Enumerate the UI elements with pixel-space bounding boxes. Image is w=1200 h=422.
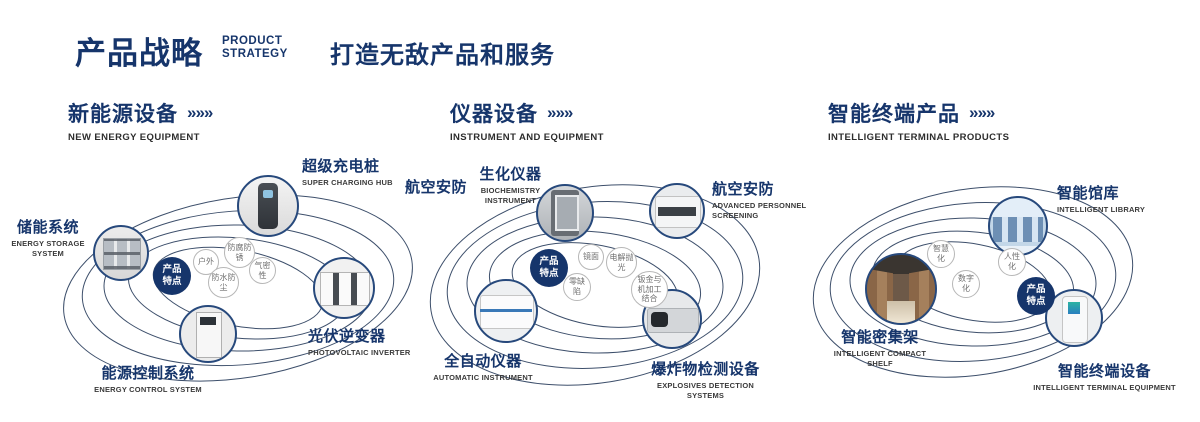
image-detail <box>555 194 579 232</box>
label-pv-inverter-zh: 光伏逆变器 <box>308 328 386 345</box>
label-energy-storage-en: ENERGY STORAGE SYSTEM <box>11 239 85 258</box>
label-intelligent-library: 智能馆库 INTELLIGENT LIBRARY <box>1057 182 1167 215</box>
product-image-automatic-instrument <box>474 279 538 343</box>
product-image-pv-inverter <box>313 257 375 319</box>
section-subtitle-new-energy: NEW ENERGY EQUIPMENT <box>68 132 200 143</box>
image-detail <box>200 316 216 326</box>
label-intelligent-library-zh: 智能馆库 <box>1057 185 1120 202</box>
image-detail <box>263 189 273 198</box>
feature-bubble: 智慧化 <box>927 240 955 268</box>
label-intelligent-library-en: INTELLIGENT LIBRARY <box>1057 205 1146 214</box>
label-energy-control: 能源控制系统 ENERGY CONTROL SYSTEM <box>88 362 208 395</box>
page-title-en-line1: PRODUCT <box>222 35 283 47</box>
product-image-energy-control <box>179 305 237 363</box>
triple-arrow-icon: »»» <box>547 103 573 122</box>
section-title-new-energy: 新能源设备 <box>68 103 178 126</box>
label-energy-storage: 储能系统 ENERGY STORAGE SYSTEM <box>2 216 94 259</box>
feature-bubble: 防水防尘 <box>208 267 239 298</box>
label-super-charging-hub: 超级充电桩 SUPER CHARGING HUB <box>302 155 412 188</box>
page-title: 产品战略 <box>75 36 203 71</box>
image-detail <box>658 206 696 216</box>
section-header-instrument: 仪器设备 »»» INSTRUMENT AND EQUIPMENT <box>450 98 604 143</box>
label-compact-shelf-zh: 智能密集架 <box>841 329 919 346</box>
label-energy-control-zh: 能源控制系统 <box>101 365 195 382</box>
section-subtitle-terminal: INTELLIGENT TERMINAL PRODUCTS <box>828 132 1010 143</box>
label-personnel-screening-en: ADVANCED PERSONNEL SCREENING <box>712 201 807 220</box>
label-biochemistry-en: BIOCHEMISTRY INSTRUMENT <box>480 186 541 205</box>
label-terminal-equipment-en: INTELLIGENT TERMINAL EQUIPMENT <box>1033 383 1176 392</box>
image-detail <box>320 271 370 307</box>
product-image-compact-shelf <box>865 253 937 325</box>
label-explosives-detection-zh: 爆炸物检测设备 <box>651 361 760 378</box>
product-image-personnel-screening <box>649 183 705 239</box>
section-title-instrument: 仪器设备 <box>450 103 538 126</box>
product-image-energy-storage <box>93 225 149 281</box>
label-pv-inverter: 光伏逆变器 PHOTOVOLTAIC INVERTER <box>308 325 423 358</box>
label-pv-inverter-en: PHOTOVOLTAIC INVERTER <box>308 348 411 357</box>
feature-bubble: 人性化 <box>998 248 1026 276</box>
label-energy-storage-zh: 储能系统 <box>16 219 79 236</box>
label-terminal-equipment-zh: 智能终端设备 <box>1057 363 1151 380</box>
label-compact-shelf-en: INTELLIGENT COMPACT SHELF <box>833 349 927 368</box>
image-detail <box>102 238 142 270</box>
feature-bubble: 气密性 <box>249 257 276 284</box>
triple-arrow-icon: »»» <box>187 103 213 122</box>
feature-badge-terminal: 产品特点 <box>1017 277 1055 315</box>
product-image-biochemistry <box>536 184 594 242</box>
product-image-explosives-detection <box>642 289 702 349</box>
page-title-en-line2: STRATEGY <box>222 48 288 61</box>
tagline: 打造无敌产品和服务 <box>330 42 555 69</box>
section-subtitle-instrument: INSTRUMENT AND EQUIPMENT <box>450 132 604 143</box>
label-automatic-instrument: 全自动仪器 AUTOMATIC INSTRUMENT <box>428 350 538 383</box>
label-personnel-screening-zh: 航空安防 <box>712 181 775 198</box>
label-personnel-screening: 航空安防 ADVANCED PERSONNEL SCREENING <box>712 178 822 221</box>
label-automatic-instrument-en: AUTOMATIC INSTRUMENT <box>433 373 533 382</box>
label-terminal-equipment: 智能终端设备 INTELLIGENT TERMINAL EQUIPMENT <box>1032 360 1177 393</box>
page-title-en: PRODUCT STRATEGY <box>222 35 288 61</box>
section-title-terminal: 智能终端产品 <box>828 103 960 126</box>
section-header-new-energy: 新能源设备 »»» NEW ENERGY EQUIPMENT <box>68 98 213 143</box>
label-explosives-detection-en: EXPLOSIVES DETECTION SYSTEMS <box>657 381 754 400</box>
label-automatic-instrument-zh: 全自动仪器 <box>444 353 522 370</box>
label-super-charging-hub-zh: 超级充电桩 <box>302 158 380 175</box>
feature-bubble: 钣金与机加工结合 <box>631 271 668 308</box>
label-explosives-detection: 爆炸物检测设备 EXPLOSIVES DETECTION SYSTEMS <box>638 358 773 401</box>
product-image-intelligent-library <box>988 196 1048 256</box>
product-image-super-charging-hub <box>237 175 299 237</box>
label-biochemistry: 生化仪器 BIOCHEMISTRY INSTRUMENT <box>468 163 553 206</box>
label-super-charging-hub-en: SUPER CHARGING HUB <box>302 178 393 187</box>
triple-arrow-icon: »»» <box>969 103 995 122</box>
image-detail <box>1062 296 1088 343</box>
label-energy-control-en: ENERGY CONTROL SYSTEM <box>94 385 202 394</box>
section-header-terminal: 智能终端产品 »»» INTELLIGENT TERMINAL PRODUCTS <box>828 98 1009 143</box>
label-compact-shelf: 智能密集架 INTELLIGENT COMPACT SHELF <box>825 326 935 369</box>
feature-badge-instrument: 产品特点 <box>530 249 568 287</box>
image-detail <box>887 301 915 323</box>
image-detail <box>258 182 278 230</box>
image-detail <box>1067 301 1081 314</box>
feature-badge-new-energy: 产品特点 <box>153 257 191 295</box>
label-aviation-security-left: 航空安防 <box>405 179 468 196</box>
feature-bubble: 电解抛光 <box>606 247 637 278</box>
image-detail <box>993 217 1043 242</box>
image-detail <box>480 308 532 313</box>
image-detail <box>650 312 668 327</box>
label-biochemistry-zh: 生化仪器 <box>479 166 542 183</box>
feature-bubble: 数字化 <box>952 270 980 298</box>
feature-bubble: 镜面 <box>578 244 604 270</box>
feature-bubble: 零缺陷 <box>563 273 591 301</box>
